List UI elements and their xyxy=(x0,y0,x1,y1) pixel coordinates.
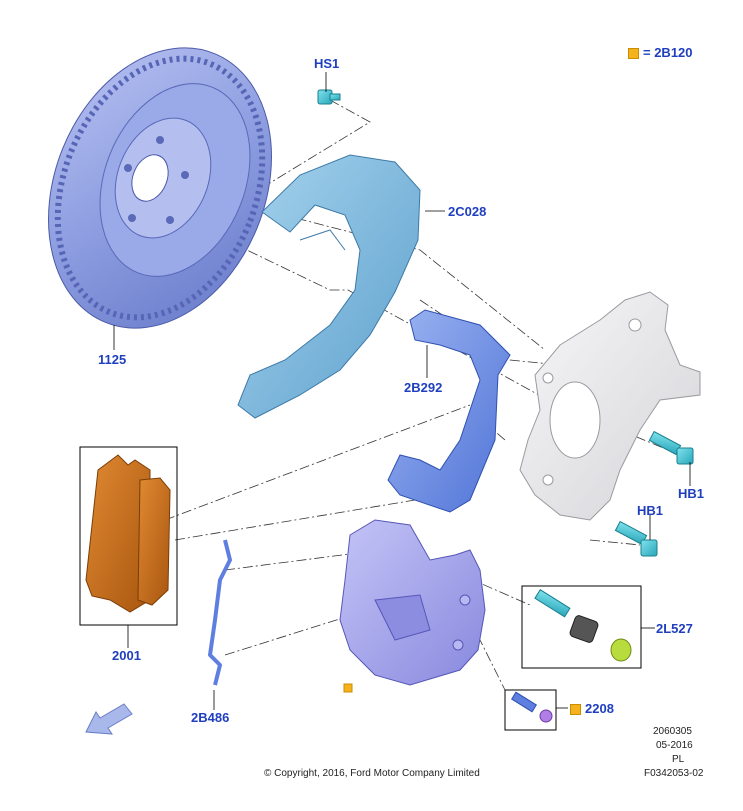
pads-box xyxy=(79,446,178,626)
guide-pin-kit[interactable] xyxy=(534,589,632,662)
brake-pads[interactable] xyxy=(85,454,171,613)
callout-2l527[interactable]: 2L527 xyxy=(656,621,693,636)
legend-marker-icon xyxy=(628,48,639,60)
caliper-bolt-hb1-bottom[interactable] xyxy=(614,520,658,557)
callout-2b292[interactable]: 2B292 xyxy=(404,380,443,395)
caliper-bracket[interactable] xyxy=(387,309,511,513)
callout-2208[interactable]: 2208 xyxy=(570,701,614,716)
meta-line-1: 2060305 xyxy=(653,726,692,737)
callout-2001[interactable]: 2001 xyxy=(112,648,141,663)
callout-hs1[interactable]: HS1 xyxy=(314,56,340,71)
meta-line-3: PL xyxy=(672,754,685,765)
legend: = 2B120 xyxy=(628,45,693,60)
meta-line-4: F0342053-02 xyxy=(644,768,704,779)
splash-shield[interactable] xyxy=(237,154,421,419)
steering-knuckle xyxy=(519,291,701,521)
pin-kit-box xyxy=(521,585,642,669)
shield-screw-hs1[interactable] xyxy=(317,89,341,105)
callout-hb1-top[interactable]: HB1 xyxy=(678,486,705,501)
brake-rotor[interactable] xyxy=(8,14,311,362)
callout-1125[interactable]: 1125 xyxy=(98,352,127,367)
copyright-text: © Copyright, 2016, Ford Motor Company Li… xyxy=(264,768,480,779)
anti-rattle-clip[interactable] xyxy=(208,539,232,686)
front-direction-arrow-icon xyxy=(85,703,133,735)
meta-line-2: 05-2016 xyxy=(656,740,693,751)
thread-locker-icon xyxy=(570,704,581,716)
bleeder-screw[interactable] xyxy=(511,691,553,723)
thread-locker-marker xyxy=(343,683,353,693)
bleeder-box xyxy=(504,689,557,731)
callout-hb1-bottom[interactable]: HB1 xyxy=(637,503,664,518)
callout-2208-text: 2208 xyxy=(585,701,614,716)
brake-caliper[interactable] xyxy=(339,519,486,693)
callout-2b486[interactable]: 2B486 xyxy=(191,710,230,725)
legend-text: = 2B120 xyxy=(643,45,693,60)
callout-leaders xyxy=(113,72,691,710)
callout-2c028[interactable]: 2C028 xyxy=(448,204,487,219)
caliper-bolt-hb1-top[interactable] xyxy=(648,430,694,465)
